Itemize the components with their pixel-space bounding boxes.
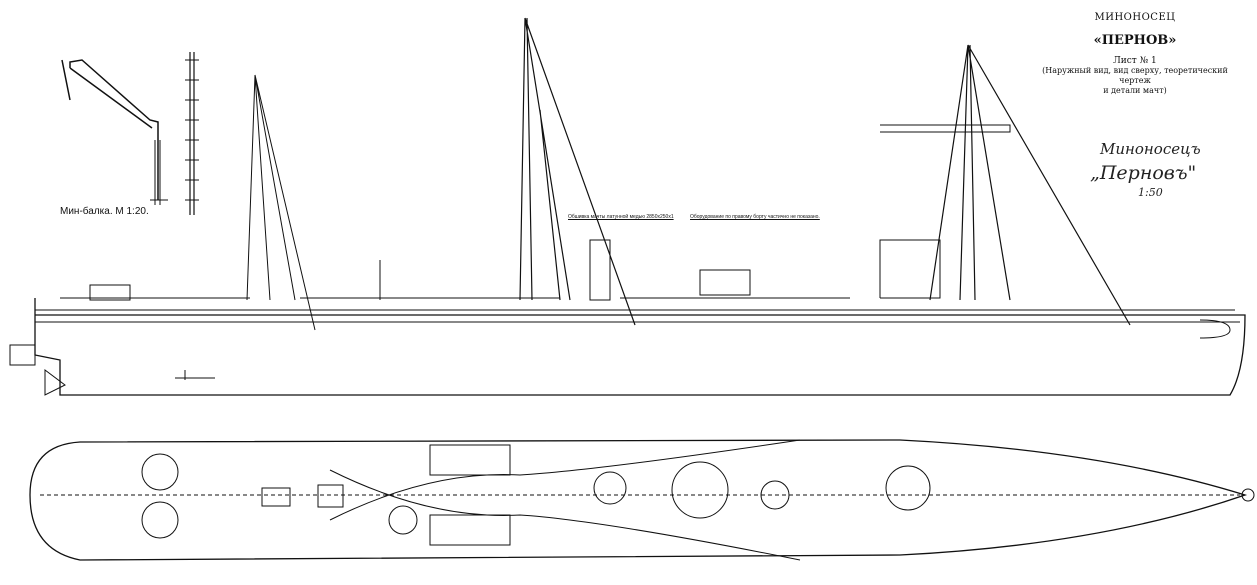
side-view-hull <box>9 239 1246 396</box>
handwritten-name: „Перновъ" <box>1090 162 1197 184</box>
crane-detail-label: Мин-балка. М 1:20. <box>60 206 149 217</box>
top-view-hull <box>29 439 1255 561</box>
masts <box>246 17 1131 331</box>
title-block: МИНОНОСЕЦ «ПЕРНОВ» Лист № 1 (Наружный ви… <box>1030 8 1240 96</box>
handwritten-scale: 1:50 <box>1138 186 1163 199</box>
ship-name: «ПЕРНОВ» <box>1093 33 1177 48</box>
sheet-description-2: и детали мачт) <box>1103 86 1167 95</box>
ship-type: МИНОНОСЕЦ <box>1094 12 1176 23</box>
mine-davit-detail <box>61 52 199 215</box>
mast-cladding-note: Обшивка мачты латунной медью 2850x250x1 <box>568 214 674 220</box>
starboard-note: Оборудование по правому борту частично н… <box>690 214 820 220</box>
handwritten-type: Миноносецъ <box>1100 140 1201 158</box>
sheet-description-1: (Наружный вид, вид сверху, теоретический… <box>1042 66 1228 85</box>
sheet-number: Лист № 1 <box>1113 56 1157 66</box>
